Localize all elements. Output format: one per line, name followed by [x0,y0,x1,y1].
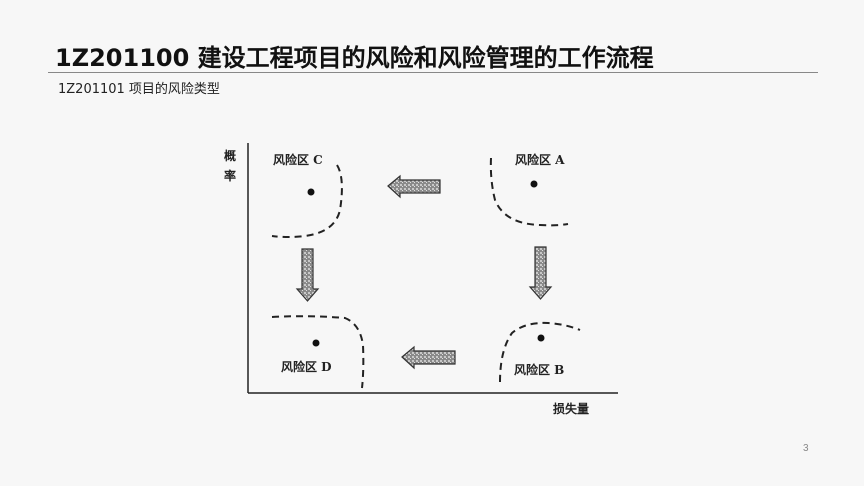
zone-c-dot [307,188,315,196]
arrow-down-a-to-b [528,246,553,300]
zone-d-label: 风险区 D [281,359,332,374]
risk-zone-b: 风险区 B [499,321,581,383]
zone-b-dot [537,334,545,342]
slide-title: 1Z201100 建设工程项目的风险和风险管理的工作流程 [55,44,654,72]
zone-a-label: 风险区 A [515,152,565,167]
x-axis-label: 损失量 [553,401,589,416]
risk-zone-a: 风险区 A [489,152,569,227]
arrow-left-a-to-c [387,174,441,199]
page-number: 3 [803,443,809,454]
zone-b-label: 风险区 B [514,362,564,377]
axes [247,143,618,394]
title-divider [48,72,818,73]
y-axis-label-char-1: 概 [224,148,236,163]
zone-c-label: 风险区 C [273,152,323,167]
slide-subtitle: 1Z201101 项目的风险类型 [58,82,220,97]
risk-zone-d: 风险区 D [271,315,365,389]
risk-zone-c: 风险区 C [271,152,343,238]
y-axis-label-char-2: 率 [224,168,236,183]
arrow-left-b-to-d [401,345,456,370]
zone-a-dot [530,180,538,188]
zone-d-dot [312,339,320,347]
arrow-down-c-to-d [295,248,320,302]
